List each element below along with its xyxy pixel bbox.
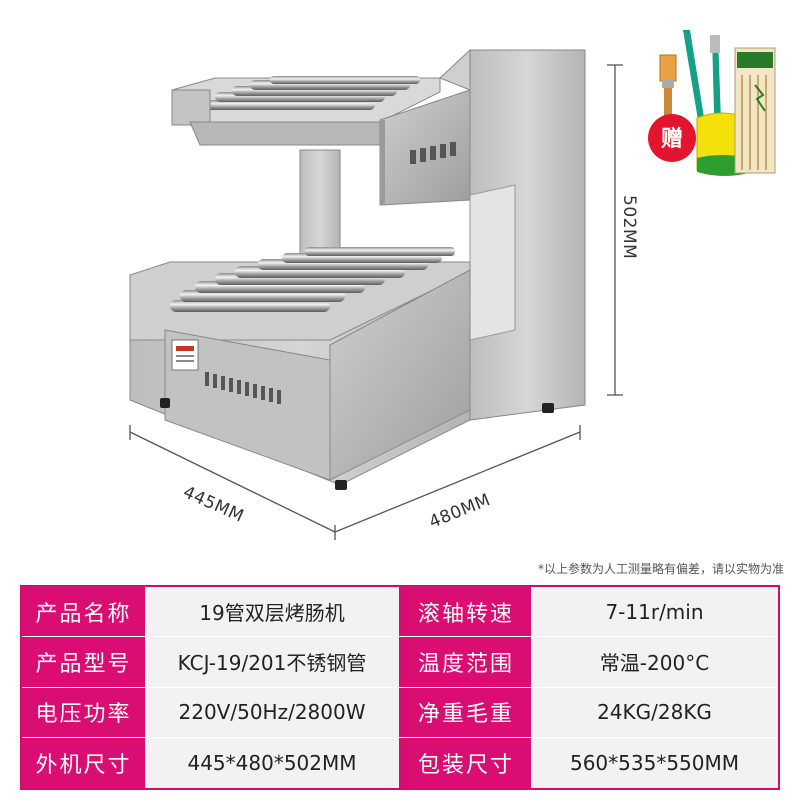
lower-rollers <box>170 247 455 312</box>
spec-value: 560*535*550MM <box>531 737 778 788</box>
spec-label: 包装尺寸 <box>401 737 531 788</box>
upper-rollers <box>200 76 420 110</box>
spec-label: 净重毛重 <box>401 687 531 737</box>
spec-value: 19管双层烤肠机 <box>145 587 401 637</box>
spec-value: 24KG/28KG <box>531 687 778 737</box>
brush-icon <box>659 54 677 128</box>
spec-label: 产品型号 <box>22 637 145 687</box>
spec-label: 产品名称 <box>22 587 145 637</box>
spec-value: 常温-200°C <box>531 637 778 687</box>
disclaimer-note: *以上参数为人工测量略有偏差，请以实物为准 <box>537 562 784 576</box>
grill-machine <box>129 48 586 490</box>
gift-badge <box>648 114 696 162</box>
gift-badge-text: 赠 <box>661 126 683 152</box>
spec-label: 滚轴转速 <box>401 587 531 637</box>
depth-dimension-label: 480MM <box>426 490 493 533</box>
spec-value: 445*480*502MM <box>145 737 401 788</box>
height-dimension-label: 502MM <box>619 195 639 259</box>
product-illustration: 445MM 480MM 502MM <box>129 30 776 540</box>
dimension-lines <box>129 64 623 540</box>
spec-label: 电压功率 <box>22 687 145 737</box>
spec-value: 220V/50Hz/2800W <box>145 687 401 737</box>
gift-accessories: 赠 <box>648 30 776 176</box>
spec-label: 外机尺寸 <box>22 737 145 788</box>
spec-value: 7-11r/min <box>531 587 778 637</box>
width-dimension-label: 445MM <box>180 482 247 526</box>
spec-label: 温度范围 <box>401 637 531 687</box>
spec-value: KCJ-19/201不锈钢管 <box>145 637 401 687</box>
skewers-icon <box>734 47 776 174</box>
